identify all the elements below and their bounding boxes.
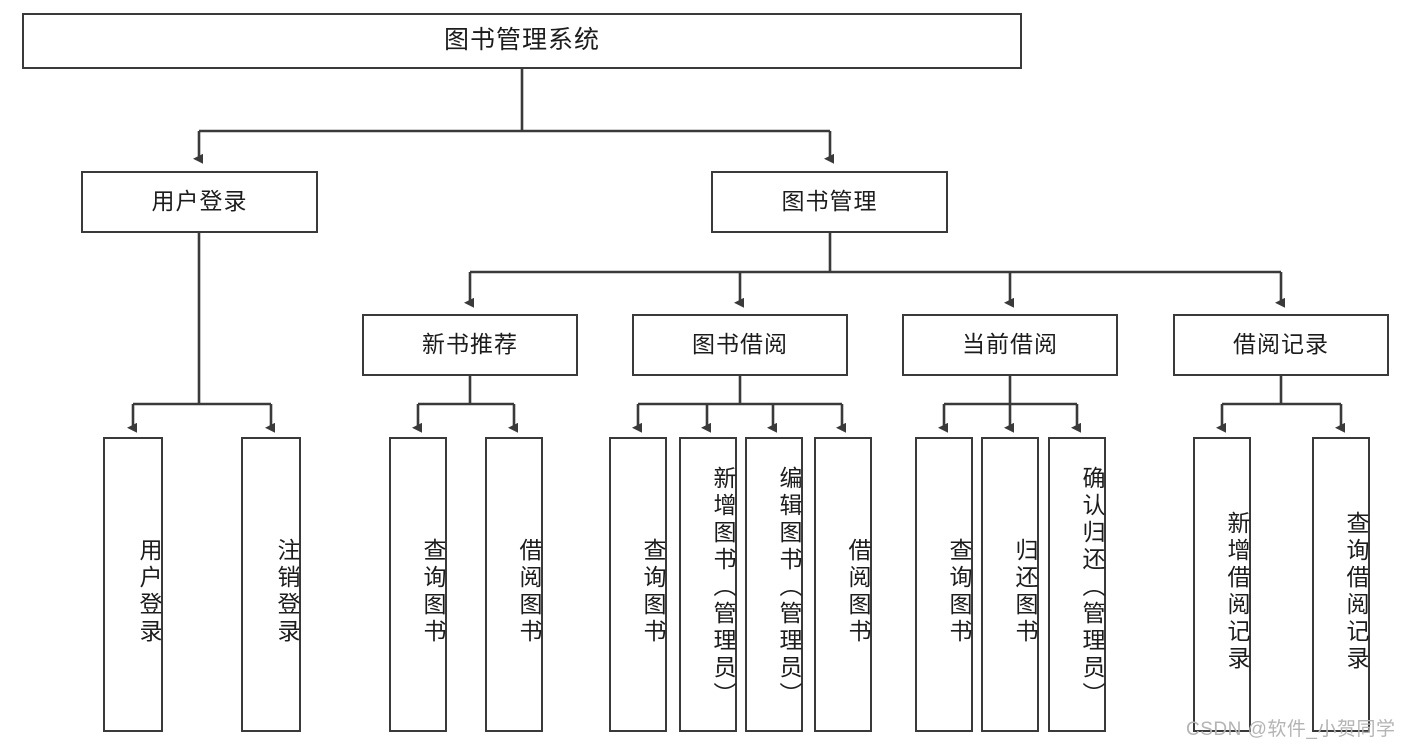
- leaf-user-logout[interactable]: 注销登录: [241, 437, 301, 732]
- node-label: 新增借阅记录: [1224, 510, 1250, 673]
- leaf-user-login[interactable]: 用户登录: [103, 437, 163, 732]
- node-label: 图书管理: [781, 188, 878, 215]
- node-label: 归还图书: [1012, 537, 1038, 646]
- leaf-record-query-borrow-record[interactable]: 查询借阅记录: [1312, 437, 1370, 732]
- node-label: 编辑图书（管理员）: [776, 466, 802, 709]
- leaf-borrow-edit-book-admin[interactable]: 编辑图书（管理员）: [745, 437, 803, 732]
- node-label: 借阅图书: [845, 537, 871, 646]
- node-label: 当前借阅: [962, 331, 1058, 358]
- node-book-borrow[interactable]: 图书借阅: [632, 314, 848, 376]
- leaf-record-add-borrow-record[interactable]: 新增借阅记录: [1193, 437, 1251, 732]
- leaf-current-query-book[interactable]: 查询图书: [915, 437, 973, 732]
- node-borrow-record[interactable]: 借阅记录: [1173, 314, 1389, 376]
- node-label: 图书借阅: [692, 331, 788, 358]
- node-label: 注销登录: [274, 537, 300, 646]
- node-label: 用户登录: [136, 537, 162, 646]
- leaf-current-confirm-return-admin[interactable]: 确认归还（管理员）: [1048, 437, 1106, 732]
- node-book-management[interactable]: 图书管理: [711, 171, 948, 233]
- node-label: 新书推荐: [422, 331, 518, 358]
- node-new-book-recommend[interactable]: 新书推荐: [362, 314, 578, 376]
- leaf-current-return-book[interactable]: 归还图书: [981, 437, 1039, 732]
- node-label: 图书管理系统: [443, 26, 600, 55]
- node-label: 借阅图书: [516, 537, 542, 646]
- node-current-borrow[interactable]: 当前借阅: [902, 314, 1118, 376]
- leaf-recommend-query-book[interactable]: 查询图书: [389, 437, 447, 732]
- leaf-borrow-query-book[interactable]: 查询图书: [609, 437, 667, 732]
- node-user-login[interactable]: 用户登录: [81, 171, 318, 233]
- node-label: 查询图书: [420, 537, 446, 646]
- node-label: 新增图书（管理员）: [710, 466, 736, 709]
- watermark: CSDN @软件_小贺同学: [1186, 719, 1396, 740]
- node-label: 查询借阅记录: [1343, 510, 1369, 673]
- leaf-borrow-add-book-admin[interactable]: 新增图书（管理员）: [679, 437, 737, 732]
- node-label: 确认归还（管理员）: [1079, 466, 1105, 709]
- node-label: 查询图书: [946, 537, 972, 646]
- node-label: 借阅记录: [1233, 331, 1329, 358]
- node-label: 查询图书: [640, 537, 666, 646]
- node-book-management-system[interactable]: 图书管理系统: [22, 13, 1022, 69]
- node-label: 用户登录: [151, 188, 248, 215]
- leaf-borrow-borrow-book[interactable]: 借阅图书: [814, 437, 872, 732]
- leaf-recommend-borrow-book[interactable]: 借阅图书: [485, 437, 543, 732]
